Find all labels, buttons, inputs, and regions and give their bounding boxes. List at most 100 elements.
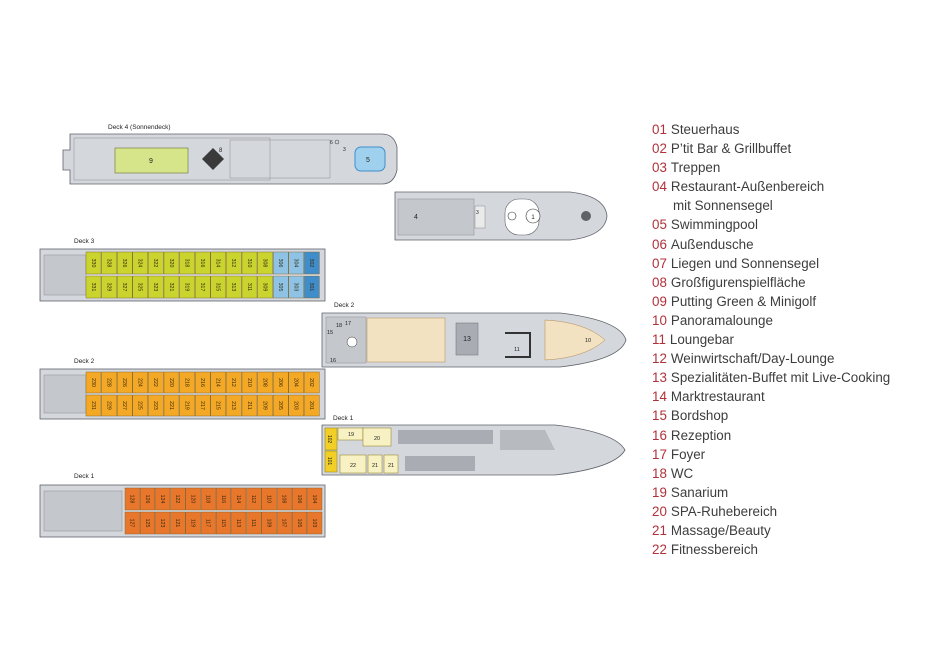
cabin-308 [257,251,273,275]
legend-text: Sanarium [670,484,729,500]
legend-text: SPA-Ruhebereich [670,503,778,519]
legend-number: 10 [652,312,667,328]
cabin-number: 208 [261,378,267,387]
legend-text: Swimmingpool [670,217,758,233]
cabin-330 [85,251,102,275]
cabin-number: 230 [90,378,96,387]
cabin-number: 127 [129,519,135,528]
deck2-lower-title: Deck 2 [74,358,95,365]
cabin-number: 229 [105,401,111,410]
legend-number: 22 [652,542,667,558]
cabin-number: 121 [174,519,180,528]
panorama-lounge [544,319,606,361]
cabin-number: 113 [235,519,241,527]
label-rezeption: 16 [330,358,336,364]
cabin-322 [148,251,164,275]
spa-reception [324,450,338,473]
cabin-number: 227 [121,401,127,410]
cabin-226 [116,371,133,394]
cabin-204 [288,371,304,394]
legend-number: 11 [652,332,666,348]
legend-number: 08 [652,274,667,290]
legend-number: 09 [652,293,667,309]
cabin-231 [85,394,102,417]
cabin-203 [288,394,304,417]
legend-text: Panoramalounge [670,312,773,328]
cabin-number: 120 [189,495,195,504]
legend-number: 01 [652,122,667,137]
legend-number: 16 [652,427,667,443]
legend-text: Foyer [670,446,706,462]
cabin-number: 322 [152,259,158,268]
deck4-title: Deck 4 (Sonnendeck) [108,124,171,131]
cabin-301 [304,275,320,299]
cabin-number: 324 [137,259,143,268]
legend-text: Steuerhaus [670,122,740,137]
foyer-area [325,316,367,364]
legend-text: Marktrestaurant [670,389,765,405]
cabin-109 [261,511,277,535]
cabin-105 [292,511,308,535]
legend-text: P’tit Bar & Grillbuffet [670,141,792,157]
legend-number: 13 [652,370,667,386]
cabin-228 [101,371,117,394]
cabin-113 [231,511,247,535]
fitness-room [324,427,338,451]
label-foyer: 17 [345,321,351,327]
cabin-127 [124,511,140,535]
cabin-number: 226 [121,378,127,387]
cabin-number: 311 [246,283,252,291]
cabin-number: 215 [215,401,221,410]
legend-number: 02 [652,141,667,157]
legend-text: Bordshop [670,408,729,424]
cabin-number: 206 [277,378,283,387]
cabin-number: 106 [296,495,302,504]
cabin-316 [194,251,211,275]
legend-number: 19 [652,484,667,500]
cabin-220 [163,371,180,394]
deck1-service-a [398,430,493,444]
cabin-number: 214 [215,378,221,387]
cabin-108 [276,487,292,511]
legend-text: Fitnessbereich [670,542,758,558]
cabin-215 [210,394,227,417]
cabin-118 [200,487,216,511]
cabin-number: 123 [159,519,165,528]
cabin-225 [132,394,149,417]
cabin-number: 212 [230,378,236,387]
cabin-number: 228 [105,378,111,387]
cabin-number: 314 [215,259,221,268]
cabin-number: 103 [311,519,317,528]
cabin-number: 306 [277,259,283,268]
legend-text: Liegen und Sonnensegel [670,255,820,271]
cabin-216 [194,371,211,394]
legend-number: 15 [652,408,667,424]
label-lounge: 10 [585,338,591,344]
cabin-306 [273,251,289,275]
cabin-number: 316 [199,259,205,268]
cabin-312 [226,251,242,275]
cabin-number: 302 [308,259,314,268]
cabin-117 [200,511,216,535]
deck1-bow-store [500,430,555,450]
cabin-213 [226,394,242,417]
cabin-305 [273,275,289,299]
label-buffet: 13 [463,336,471,343]
cabin-number: 231 [90,401,96,410]
cabin-201 [304,394,320,417]
legend-number: 12 [652,351,667,367]
cabin-number: 112 [250,495,256,503]
cabin-number: 108 [281,495,287,504]
cabin-222 [148,371,164,394]
cabin-121 [170,511,186,535]
cabin-314 [210,251,227,275]
cabin-230 [85,371,102,394]
cabin-329 [101,275,117,299]
